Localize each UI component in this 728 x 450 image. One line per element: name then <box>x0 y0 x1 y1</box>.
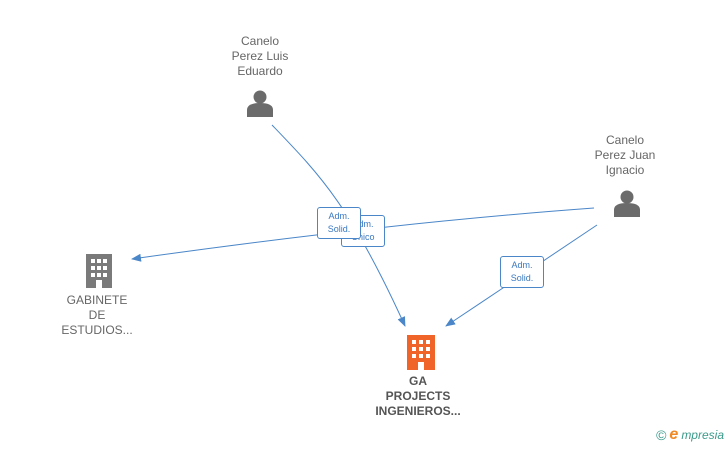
label-line: GA <box>409 374 427 388</box>
edge-label-line: Adm. <box>328 211 350 221</box>
label-line: Ignacio <box>605 163 645 177</box>
edge-label-line: Unico <box>351 232 375 242</box>
label-line: Canelo <box>605 133 645 147</box>
label-line: Eduardo <box>237 64 283 78</box>
edge-label-line: Adm. <box>352 219 374 229</box>
label-line: PROJECTS <box>385 389 451 403</box>
label-line: GABINETE <box>66 293 128 307</box>
edge-label-line: Adm. <box>511 260 533 270</box>
label-line: Perez Juan <box>594 148 656 162</box>
label-line: ESTUDIOS... <box>61 323 133 337</box>
edge-luis-to-ga-projects[interactable] <box>271 124 406 327</box>
building-icon[interactable] <box>86 254 112 288</box>
node-label-canelo-luis[interactable]: Canelo Perez Luis Eduardo <box>205 34 315 79</box>
edge-label-solid-ga-projects[interactable]: Adm. Solid. <box>500 256 544 288</box>
building-icon[interactable] <box>407 335 435 370</box>
node-label-ga-projects[interactable]: GA PROJECTS INGENIEROS... <box>363 374 473 419</box>
label-line: DE <box>88 308 106 322</box>
edge-label-line: Solid. <box>510 273 534 283</box>
copyright-icon: © <box>656 427 667 443</box>
node-label-canelo-juan[interactable]: Canelo Perez Juan Ignacio <box>570 133 680 178</box>
label-line: Perez Luis <box>231 49 289 63</box>
label-line: Canelo <box>240 34 280 48</box>
node-label-gabinete[interactable]: GABINETE DE ESTUDIOS... <box>42 293 152 338</box>
brand-e: e <box>669 426 679 443</box>
edge-label-solid-gabinete[interactable]: Adm. Solid. <box>317 207 361 239</box>
label-line: INGENIEROS... <box>375 404 461 418</box>
person-icon[interactable] <box>247 90 273 118</box>
person-icon[interactable] <box>614 190 640 218</box>
edge-label-line: Solid. <box>327 224 351 234</box>
brand-name: mpresia <box>681 428 724 442</box>
